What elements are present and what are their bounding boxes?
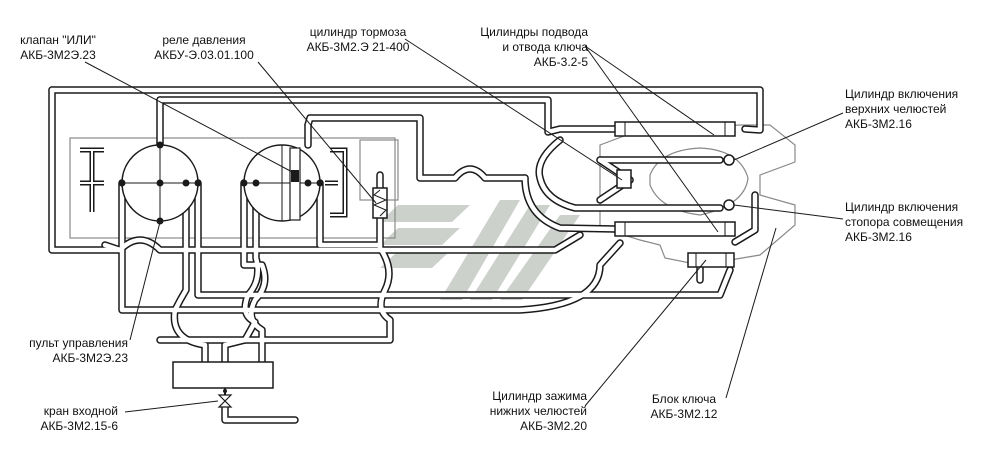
- pult-handle-left: [80, 147, 104, 212]
- cylinder-stopor: [723, 199, 735, 211]
- svg-text:пульт управления: пульт управления: [29, 336, 128, 350]
- label-pult-upravleniya: пульт управления АКБ-3М2Э.23: [29, 336, 128, 365]
- cylinder-verh: [723, 154, 735, 166]
- svg-text:АКБ-3М2.20: АКБ-3М2.20: [520, 419, 587, 433]
- svg-text:Цилиндр включения: Цилиндр включения: [845, 200, 958, 214]
- pressure-relay-spring: [372, 187, 388, 219]
- svg-text:Цилиндр зажима: Цилиндр зажима: [492, 389, 587, 403]
- svg-text:нижних челюстей: нижних челюстей: [490, 404, 587, 418]
- inlet-valve: [217, 388, 233, 408]
- label-rele-davleniya: реле давления АКБУ-Э.03.01.100: [154, 33, 254, 62]
- svg-text:АКБ-3.2-5: АКБ-3.2-5: [534, 55, 589, 69]
- label-nizhnih-chelyustey: Цилиндр зажима нижних челюстей АКБ-3М2.2…: [490, 389, 588, 433]
- svg-text:АКБ-3М2.16: АКБ-3М2.16: [845, 230, 912, 244]
- label-verhnih-chelyustey: Цилиндр включения верхних челюстей АКБ-3…: [845, 87, 958, 131]
- svg-text:АКБ-3М2.15-6: АКБ-3М2.15-6: [40, 419, 118, 433]
- svg-text:АКБ-3М2.Э 21-400: АКБ-3М2.Э 21-400: [307, 40, 410, 54]
- svg-text:АКБ-3М2.12: АКБ-3М2.12: [651, 407, 718, 421]
- pipe-segment-channel: [195, 180, 733, 298]
- label-blok-klyucha: Блок ключа АКБ-3М2.12: [651, 392, 718, 421]
- pipe-segment-channel: [305, 115, 528, 181]
- leader-lines: [84, 38, 844, 413]
- pipe-segment-channel: [317, 180, 383, 248]
- label-klapan-ili: клапан "ИЛИ" АКБ-3М2Э.23: [20, 33, 96, 62]
- svg-text:кран входной: кран входной: [44, 404, 118, 418]
- pipe-segment-outline: [316, 179, 384, 249]
- pipe-segment-channel: [522, 175, 618, 232]
- svg-text:Цилиндр включения: Цилиндр включения: [845, 87, 958, 101]
- pipe-segment-channel: [49, 87, 763, 133]
- cylinder-podvod-bottom: [614, 221, 736, 237]
- svg-text:АКБ-3М2Э.23: АКБ-3М2Э.23: [52, 351, 128, 365]
- pipe-segment-channel: [222, 404, 298, 423]
- label-kran-vhodnoy: кран входной АКБ-3М2.15-6: [40, 404, 118, 433]
- svg-text:и отвода ключа: и отвода ключа: [502, 40, 588, 54]
- svg-text:Блок ключа: Блок ключа: [652, 392, 717, 406]
- rele-bracket: [325, 147, 348, 218]
- svg-text:АКБ-3М2Э.23: АКБ-3М2Э.23: [20, 48, 96, 62]
- pipe-segment-channel: [732, 192, 758, 245]
- svg-text:АКБУ-Э.03.01.100: АКБУ-Э.03.01.100: [154, 48, 254, 62]
- label-stopora-sovmeshcheniya: Цилиндр включения стопора совмещения АКБ…: [845, 200, 963, 244]
- label-cilindry-podvoda: Цилиндры подвода и отвода ключа АКБ-3.2-…: [480, 25, 588, 69]
- svg-text:верхних челюстей: верхних челюстей: [845, 102, 946, 116]
- svg-text:АКБ-3М2.16: АКБ-3М2.16: [845, 117, 912, 131]
- or-valve-circle: [240, 144, 324, 222]
- pipe-segment-channel: [222, 180, 260, 365]
- svg-text:стопора совмещения: стопора совмещения: [845, 215, 963, 229]
- pipe-segment-channel: [157, 215, 393, 343]
- svg-text:Цилиндры подвода: Цилиндры подвода: [480, 25, 588, 39]
- svg-text:цилиндр тормоза: цилиндр тормоза: [310, 25, 407, 39]
- cylinder-tormoz: [616, 169, 632, 189]
- pipe-network: [48, 86, 764, 424]
- label-cilindr-tormoza: цилиндр тормоза АКБ-3М2.Э 21-400: [307, 25, 410, 54]
- svg-text:клапан "ИЛИ": клапан "ИЛИ": [20, 33, 96, 47]
- inlet-box: [172, 361, 274, 389]
- pult-valve-circle: [118, 141, 202, 225]
- svg-text:реле давления: реле давления: [162, 33, 245, 47]
- pipe-segment-channel: [102, 242, 123, 253]
- pipe-segment-channel: [119, 180, 623, 313]
- cylinder-nizh: [687, 252, 735, 268]
- cylinder-podvod-top: [614, 121, 736, 137]
- pipe-segment-channel: [536, 137, 723, 211]
